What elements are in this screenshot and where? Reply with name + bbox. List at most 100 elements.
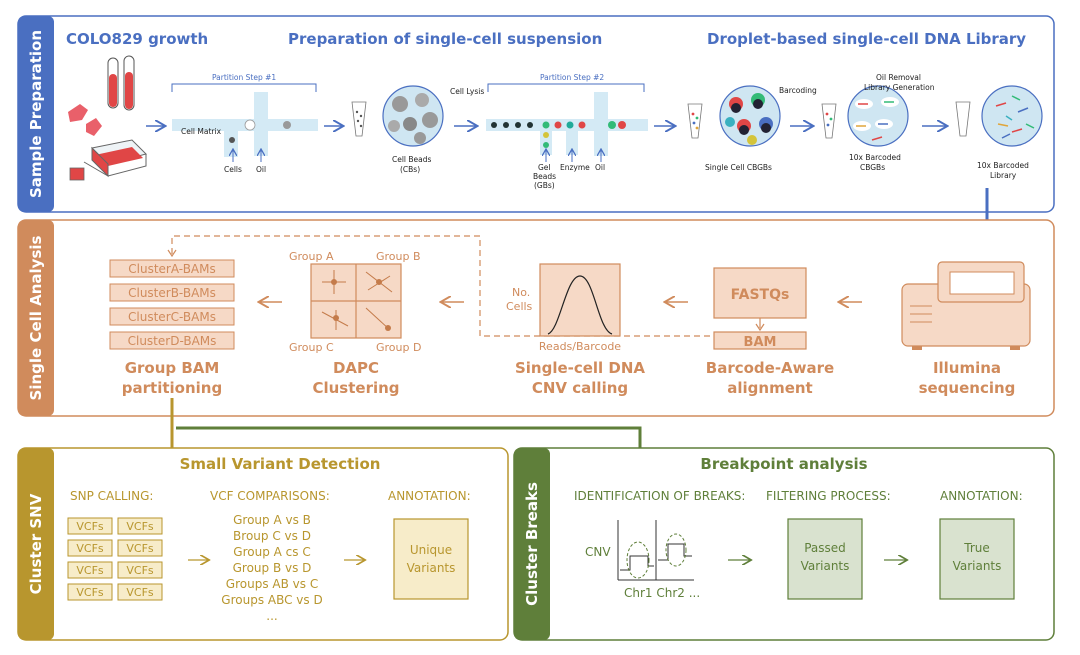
cnv-axis-label: CNV xyxy=(585,545,611,559)
sequencer-icon xyxy=(901,261,1031,350)
section-cluster-breaks: Cluster Breaks Breakpoint analysis IDENT… xyxy=(513,447,1055,641)
svg-text:CBGBs: CBGBs xyxy=(860,163,885,172)
true-variants-box xyxy=(939,518,1015,600)
svg-text:(GBs): (GBs) xyxy=(534,181,555,190)
svg-text:(CBs): (CBs) xyxy=(400,165,420,174)
section-sample-preparation: Sample Preparation COLO829 growth Prepar… xyxy=(17,15,1055,213)
svg-text:10x Barcoded: 10x Barcoded xyxy=(849,153,901,162)
svg-text:Beads: Beads xyxy=(533,172,556,181)
snv-title: Small Variant Detection xyxy=(180,455,381,473)
unique-label: Unique xyxy=(410,543,452,557)
partitioning-label: partitioning xyxy=(122,379,222,397)
comparison-item: Groups ABC vs D xyxy=(221,593,322,607)
side-label-cluster-snv: Cluster SNV xyxy=(27,493,45,594)
svg-text:Partition Step #2: Partition Step #2 xyxy=(540,73,604,82)
title-single-cell-library: Droplet-based single-cell DNA Library xyxy=(707,30,1026,48)
side-label-single-cell-analysis: Single Cell Analysis xyxy=(27,235,45,400)
svg-text:Single Cell CBGBs: Single Cell CBGBs xyxy=(705,163,772,172)
chromosome-labels: Chr1 Chr2 ... xyxy=(624,586,700,600)
svg-text:Cells: Cells xyxy=(224,165,242,174)
svg-text:Enzyme: Enzyme xyxy=(560,163,590,172)
barcode-aware-label: Barcode-Aware xyxy=(706,359,834,377)
identification-label: IDENTIFICATION OF BREAKS: xyxy=(574,489,745,503)
true-label: True xyxy=(963,541,990,555)
group-a-label: Group A xyxy=(289,250,334,263)
title-colo829-growth: COLO829 growth xyxy=(66,30,208,48)
svg-text:VCFs: VCFs xyxy=(76,564,104,577)
svg-text:Barcoding: Barcoding xyxy=(779,86,817,95)
cluster-c-bams: ClusterC-BAMs xyxy=(128,310,216,324)
svg-text:VCFs: VCFs xyxy=(126,520,154,533)
illumina-label: Illumina xyxy=(933,359,1001,377)
comparison-list: Group A vs B Broup C vs D Group A cs C G… xyxy=(221,513,322,623)
alignment-label: alignment xyxy=(727,379,812,397)
svg-text:VCFs: VCFs xyxy=(126,564,154,577)
dapc-label: DAPC xyxy=(333,359,379,377)
side-label-sample-preparation: Sample Preparation xyxy=(27,30,45,198)
reads-barcode-label: Reads/Barcode xyxy=(539,340,621,353)
svg-text:Library: Library xyxy=(990,171,1017,180)
no-label: No. xyxy=(512,286,530,299)
svg-text:10x Barcoded: 10x Barcoded xyxy=(977,161,1029,170)
unique-variants-box xyxy=(393,518,469,600)
single-cell-dna-label: Single-cell DNA xyxy=(515,359,645,377)
dapc-grid xyxy=(310,263,402,339)
svg-text:Cell Matrix: Cell Matrix xyxy=(181,127,222,136)
group-c-label: Group C xyxy=(289,341,334,354)
group-d-label: Group D xyxy=(376,341,421,354)
partition-step-1: Partition Step #1 Cell Matrix Cells Oil xyxy=(171,73,318,174)
svg-text:VCFs: VCFs xyxy=(76,520,104,533)
comparison-item: Group A vs B xyxy=(233,513,311,527)
barcoded-cbgbs-icon: 10x Barcoded CBGBs xyxy=(821,85,909,172)
barcoded-library-icon: 10x Barcoded Library xyxy=(955,85,1043,180)
vcf-comparisons-label: VCF COMPARISONS: xyxy=(210,489,330,503)
unique-variants-label: Variants xyxy=(407,561,456,575)
comparison-item: Groups AB vs C xyxy=(226,577,318,591)
cluster-d-bams: ClusterD-BAMs xyxy=(128,334,217,348)
filtering-label: FILTERING PROCESS: xyxy=(766,489,891,503)
clustering-label: Clustering xyxy=(312,379,399,397)
svg-text:Cell Lysis: Cell Lysis xyxy=(450,87,484,96)
feedback-dashed-path xyxy=(171,235,760,337)
breaks-title: Breakpoint analysis xyxy=(700,455,867,473)
cluster-a-bams: ClusterA-BAMs xyxy=(128,262,216,276)
sequencing-label: sequencing xyxy=(919,379,1016,397)
cnv-calling-label: CNV calling xyxy=(532,379,628,397)
partition-step-2: Cell Lysis Partition Step #2 Gel Beads (… xyxy=(450,73,648,190)
comparison-item: ... xyxy=(266,609,277,623)
section-cluster-snv: Cluster SNV Small Variant Detection SNP … xyxy=(17,447,509,641)
cnv-histogram xyxy=(539,263,621,337)
alignment-boxes xyxy=(713,267,807,350)
comparison-item: Group B vs D xyxy=(233,561,312,575)
sample-tubes-icon xyxy=(107,55,135,111)
culture-flask-icon xyxy=(69,139,147,181)
true-variants-label: Variants xyxy=(953,559,1002,573)
passed-label: Passed xyxy=(804,541,846,555)
passed-variants-label: Variants xyxy=(801,559,850,573)
group-b-label: Group B xyxy=(376,250,421,263)
group-bam-label: Group BAM xyxy=(125,359,220,377)
cluster-b-bams: ClusterB-BAMs xyxy=(128,286,216,300)
svg-text:VCFs: VCFs xyxy=(126,586,154,599)
single-cell-cbgbs-icon: Single Cell CBGBs xyxy=(687,85,781,172)
comparison-item: Group A cs C xyxy=(233,545,310,559)
breaks-annotation-label: ANNOTATION: xyxy=(940,489,1023,503)
title-single-cell-suspension: Preparation of single-cell suspension xyxy=(288,30,602,48)
svg-text:Oil: Oil xyxy=(595,163,605,172)
svg-text:Oil Removal: Oil Removal xyxy=(876,73,921,82)
cell-beads-icon: Cell Beads (CBs) xyxy=(351,85,444,174)
section-single-cell-analysis: Single Cell Analysis ClusterA-BAMs Clust… xyxy=(17,219,1055,417)
snv-annotation-label: ANNOTATION: xyxy=(388,489,471,503)
side-label-cluster-breaks: Cluster Breaks xyxy=(523,482,541,606)
passed-variants-box xyxy=(787,518,863,600)
svg-text:Cell Beads: Cell Beads xyxy=(392,155,432,164)
cells-label: Cells xyxy=(506,300,533,313)
svg-text:Library Generation: Library Generation xyxy=(864,83,935,92)
cluster-bam-list: ClusterA-BAMs ClusterB-BAMs ClusterC-BAM… xyxy=(109,259,235,350)
fastqs-label: FASTQs xyxy=(731,287,790,303)
svg-text:VCFs: VCFs xyxy=(76,586,104,599)
svg-text:Partition Step #1: Partition Step #1 xyxy=(212,73,276,82)
svg-text:VCFs: VCFs xyxy=(76,542,104,555)
snp-calling-label: SNP CALLING: xyxy=(70,489,153,503)
